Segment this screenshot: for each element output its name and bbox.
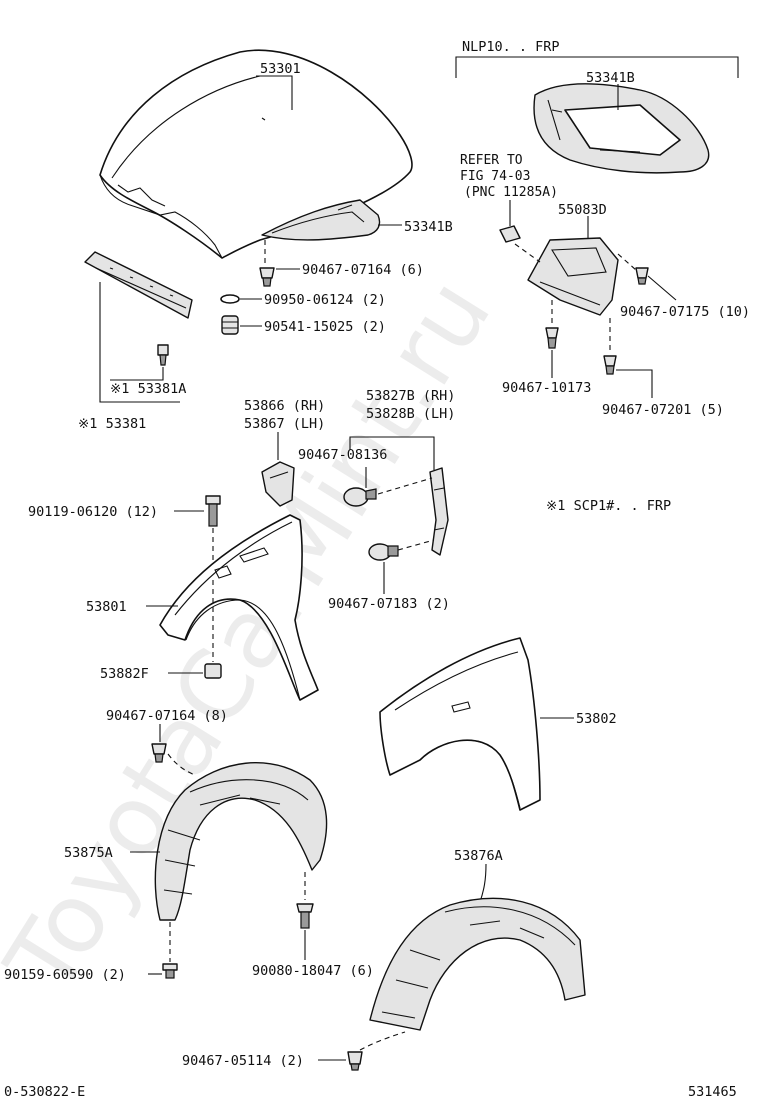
label-53802[interactable]: 53802	[576, 711, 617, 727]
fender-53801[interactable]	[159, 514, 319, 701]
dash-clip-08136	[377, 477, 433, 495]
label-90119-06120[interactable]: 90119-06120 (12)	[28, 504, 158, 520]
label-53301[interactable]: 53301	[260, 61, 301, 77]
hood-insulator-53341b-frp[interactable]	[533, 83, 710, 174]
screw-90467-07201[interactable]	[603, 355, 617, 375]
clip-53381a[interactable]	[157, 344, 169, 366]
leader-53876a	[479, 863, 487, 903]
seal-53866[interactable]	[261, 461, 295, 507]
bolt-90119-06120[interactable]	[205, 495, 221, 527]
label-53876a[interactable]: 53876A	[454, 848, 503, 864]
clip-90467-05114[interactable]	[347, 1051, 363, 1071]
liner-53876a[interactable]	[369, 897, 586, 1031]
label-53341b-top[interactable]: 53341B	[586, 70, 635, 86]
label-53828b[interactable]: 53828B (LH)	[366, 406, 455, 422]
label-90467-07175[interactable]: 90467-07175 (10)	[620, 304, 750, 320]
clip-90467-07164-8[interactable]	[151, 743, 167, 763]
bracket-53827b	[349, 436, 435, 470]
bracket-55083d[interactable]	[527, 237, 619, 316]
variant-note-scp1: ※1 SCP1#. . FRP	[546, 498, 671, 514]
liner-53875a[interactable]	[154, 762, 328, 921]
label-53866[interactable]: 53866 (RH)	[244, 398, 325, 414]
label-55083d[interactable]: 55083D	[558, 202, 607, 218]
bracket-53381	[99, 282, 180, 403]
label-53827b[interactable]: 53827B (RH)	[366, 388, 455, 404]
clip-90080-18047[interactable]	[296, 903, 314, 929]
label-53875a[interactable]: 53875A	[64, 845, 113, 861]
leader-90467-07175	[647, 275, 677, 301]
refer-note-line2: FIG 74-03	[460, 169, 530, 184]
footer-page-code: 531465	[688, 1084, 737, 1100]
hood-insulator-53341b[interactable]	[261, 199, 381, 241]
hood-leader-53301	[256, 75, 293, 110]
label-90159-60590[interactable]: 90159-60590 (2)	[4, 967, 126, 983]
clip-90467-08136[interactable]	[343, 487, 377, 507]
label-53801[interactable]: 53801	[86, 599, 127, 615]
clip-90467-07164-6[interactable]	[259, 267, 275, 287]
support-53381[interactable]	[84, 251, 193, 319]
label-53867[interactable]: 53867 (LH)	[244, 416, 325, 432]
protector-53827b[interactable]	[429, 467, 449, 556]
cushion-90541-15025[interactable]	[221, 315, 239, 335]
clip-90467-10173[interactable]	[545, 327, 559, 349]
label-53341b-hood[interactable]: 53341B	[404, 219, 453, 235]
label-90541-15025[interactable]: 90541-15025 (2)	[264, 319, 386, 335]
refer-note-line1: REFER TO	[460, 153, 523, 168]
dash-clip-liner-a	[167, 753, 197, 777]
label-90467-07183[interactable]: 90467-07183 (2)	[328, 596, 450, 612]
label-90080-18047[interactable]: 90080-18047 (6)	[252, 963, 374, 979]
watermark-text: ToyotaCarMint.ru	[0, 260, 513, 1013]
label-53882f[interactable]: 53882F	[100, 666, 149, 682]
label-53381a[interactable]: ※1 53381A	[110, 381, 186, 397]
clip-90467-07175[interactable]	[635, 267, 649, 285]
leader-53381a	[110, 367, 164, 381]
dash-liner-b-clip	[359, 1031, 406, 1051]
label-90467-08136[interactable]: 90467-08136	[298, 447, 387, 463]
label-90467-10173[interactable]: 90467-10173	[502, 380, 591, 396]
leader-90467-07201	[616, 369, 653, 398]
label-90950-06124[interactable]: 90950-06124 (2)	[264, 292, 386, 308]
dash-bracket-clip-07175	[617, 253, 637, 271]
variant-bracket-nlp10	[455, 56, 739, 78]
nut-53882f[interactable]	[204, 663, 222, 679]
fender-53802[interactable]	[379, 637, 541, 811]
dash-refer-bracket	[514, 243, 541, 263]
screw-90159-60590[interactable]	[162, 963, 178, 979]
label-90467-05114[interactable]: 90467-05114 (2)	[182, 1053, 304, 1069]
label-90467-07164-8[interactable]: 90467-07164 (8)	[106, 708, 228, 724]
footer-diagram-code: 0-530822-E	[4, 1084, 85, 1100]
refer-note-line3: (PNC 11285A)	[464, 185, 558, 200]
label-53381[interactable]: ※1 53381	[78, 416, 146, 432]
label-90467-07201[interactable]: 90467-07201 (5)	[602, 402, 724, 418]
label-90467-07164-6[interactable]: 90467-07164 (6)	[302, 262, 424, 278]
dash-clip-07183	[397, 539, 435, 551]
variant-note-nlp10: NLP10. . FRP	[462, 39, 560, 55]
cushion-90950-06124[interactable]	[220, 294, 240, 304]
refer-part-icon	[499, 225, 521, 243]
clip-90467-07183[interactable]	[368, 543, 399, 561]
